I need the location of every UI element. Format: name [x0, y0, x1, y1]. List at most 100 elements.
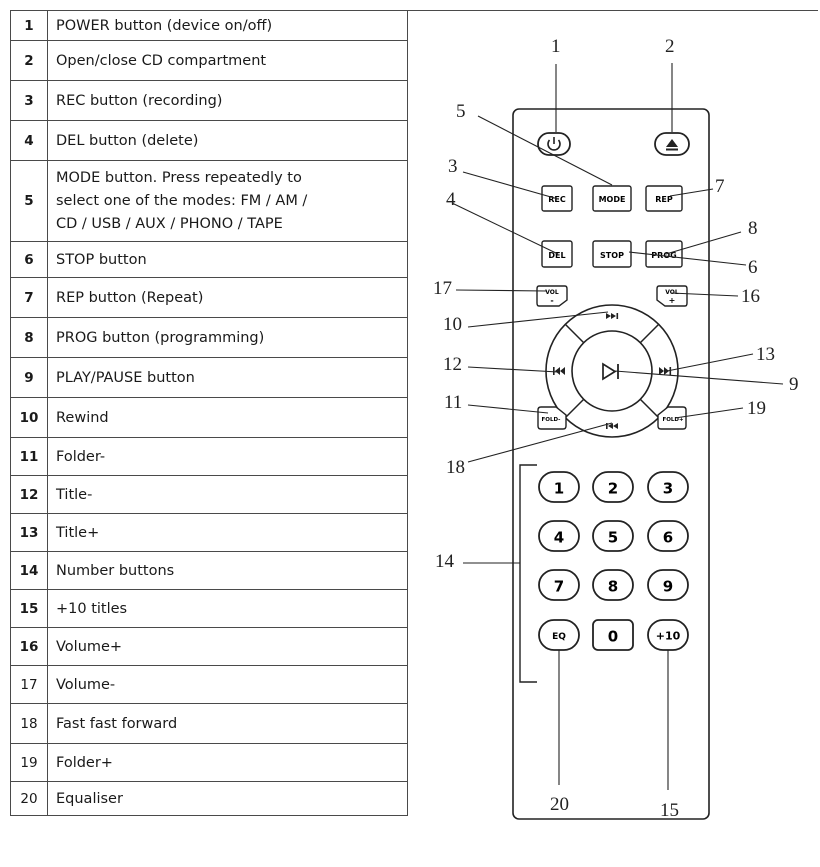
callout-number: 18 [446, 457, 465, 478]
description-line: CD / USB / AUX / PHONO / TAPE [56, 215, 283, 232]
fast-forward-icon [606, 313, 619, 319]
item-number: 9 [10, 357, 48, 399]
number-pad-bracket [519, 464, 537, 683]
digit-button [592, 569, 634, 601]
item-description: STOP button [47, 241, 408, 279]
item-number: 19 [10, 743, 48, 783]
item-description: DEL button (delete) [47, 120, 408, 162]
item-description: Folder- [47, 437, 408, 477]
digit-button [592, 619, 634, 651]
digit-button [538, 520, 580, 552]
digit-button [592, 471, 634, 503]
callout-number: 17 [433, 278, 452, 299]
item-description: Number buttons [47, 551, 408, 591]
callout-lines [451, 63, 784, 790]
callout-number: 14 [435, 551, 455, 572]
callout-number: 4 [446, 189, 456, 210]
callout-number: 10 [443, 314, 462, 335]
volume-minus-label: VOL [545, 289, 559, 296]
item-number: 10 [10, 397, 48, 439]
item-description: POWER button (device on/off) [47, 9, 408, 42]
digit-label: 5 [608, 529, 618, 547]
callout-number: 19 [747, 398, 766, 419]
nav-ring-dividers [564, 323, 660, 419]
item-description: Fast fast forward [47, 703, 408, 745]
callout-number: 5 [456, 101, 466, 122]
callout-number: 16 [741, 286, 760, 307]
item-description: PLAY/PAUSE button [47, 357, 408, 399]
item-description: Rewind [47, 397, 408, 439]
mode-button [592, 185, 632, 212]
digit-label: 6 [663, 529, 673, 547]
item-number: 16 [10, 627, 48, 667]
digit-button [647, 471, 689, 503]
item-number: 2 [10, 40, 48, 82]
item-description: Title- [47, 475, 408, 515]
play-pause-button [571, 330, 653, 412]
rec-label: REC [548, 195, 566, 204]
digit-button [647, 569, 689, 601]
stop-label: STOP [600, 251, 624, 260]
callout-number: 6 [748, 257, 758, 278]
item-number: 8 [10, 317, 48, 359]
del-label: DEL [548, 251, 565, 260]
remote-body [512, 108, 710, 820]
item-description: Title+ [47, 513, 408, 553]
remote-control-diagram: REC MODE REP DEL STOP PROG VOL - VOL + [433, 36, 799, 821]
item-number: 6 [10, 241, 48, 279]
volume-plus-button [656, 285, 688, 307]
volume-plus-sign: + [669, 296, 676, 305]
item-number: 5 [10, 160, 48, 243]
digit-label: 2 [608, 480, 618, 498]
digit-button [647, 520, 689, 552]
callout-number: 15 [660, 800, 679, 821]
item-number: 7 [10, 277, 48, 319]
volume-minus-sign: - [550, 296, 553, 305]
item-description: Folder+ [47, 743, 408, 783]
callout-number: 3 [448, 156, 458, 177]
frame-top-line [408, 10, 818, 11]
callout-number: 1 [551, 36, 561, 57]
item-number: 11 [10, 437, 48, 477]
digit-button [538, 471, 580, 503]
item-description: +10 titles [47, 589, 408, 629]
item-number: 1 [10, 9, 48, 42]
description-line: select one of the modes: FM / AM / [56, 192, 308, 209]
item-number: 17 [10, 665, 48, 705]
folder-plus-label: FOLD+ [662, 417, 684, 423]
power-icon [547, 137, 561, 151]
callout-number: 20 [550, 794, 569, 815]
item-number: 12 [10, 475, 48, 515]
digit-label: 9 [663, 578, 673, 596]
callout-number: 7 [715, 176, 725, 197]
digit-label: 3 [663, 480, 673, 498]
callout-number: 12 [443, 354, 462, 375]
item-number: 15 [10, 589, 48, 629]
item-number: 4 [10, 120, 48, 162]
digit-label: 8 [608, 578, 618, 596]
callout-number: 11 [444, 392, 462, 413]
stop-button [592, 240, 632, 268]
item-description: Volume- [47, 665, 408, 705]
callout-number: 8 [748, 218, 758, 239]
